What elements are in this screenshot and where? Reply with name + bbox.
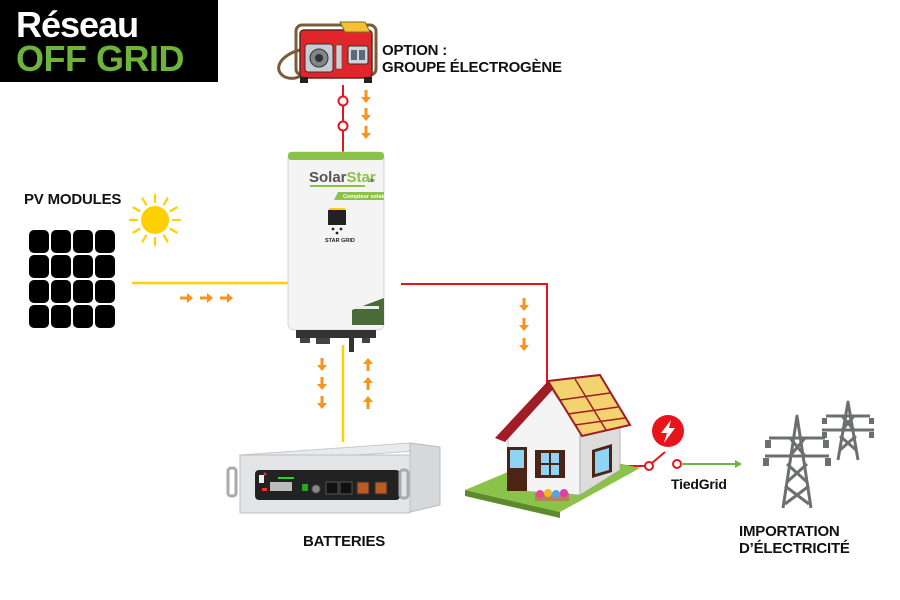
flow-arrow-right-icon	[220, 293, 233, 303]
solar-panel-icon	[29, 230, 115, 328]
house-line	[401, 283, 548, 383]
sun-ray	[162, 197, 169, 206]
flow-arrow-down-icon	[361, 108, 371, 121]
battery-rack-icon	[226, 442, 441, 514]
pv-cell	[29, 280, 49, 303]
flow-arrow-down-icon	[317, 377, 327, 390]
pv-cell	[51, 255, 71, 278]
pv-cell	[73, 255, 93, 278]
generator-icon	[277, 21, 378, 83]
inverter-tagline: Compteur solaire !	[343, 194, 392, 200]
house-icon	[465, 373, 640, 518]
sun-ray	[132, 206, 141, 213]
pv-cell	[51, 305, 71, 328]
flow-arrows	[180, 90, 529, 409]
generator-label-line2: GROUPE ÉLECTROGÈNE	[382, 59, 562, 77]
pv-cell	[29, 255, 49, 278]
sun-ray	[141, 197, 148, 206]
lightning-icon	[652, 415, 684, 447]
flow-arrow-down-icon	[317, 358, 327, 371]
flow-arrow-down-icon	[317, 396, 327, 409]
flow-arrow-down-icon	[519, 338, 529, 351]
pv-cell	[95, 280, 115, 303]
batteries-label: BATTERIES	[303, 533, 386, 550]
title-box: Réseau OFF GRID	[0, 0, 218, 82]
flow-arrow-down-icon	[519, 318, 529, 331]
title-line1: Réseau	[16, 4, 139, 45]
svg-text:.be: .be	[368, 178, 375, 184]
generator-label: OPTION : GROUPE ÉLECTROGÈNE	[382, 42, 562, 77]
sun-ray	[141, 234, 148, 243]
pv-cell	[51, 280, 71, 303]
import-label: IMPORTATION D’ÉLECTRICITÉ	[739, 523, 850, 558]
tiedgrid-label: TiedGrid	[671, 476, 727, 492]
flow-arrow-right-icon	[200, 293, 213, 303]
pv-cell	[95, 230, 115, 253]
pv-cell	[95, 305, 115, 328]
inverter-brand: SolarStar	[309, 169, 376, 186]
pv-cell	[73, 230, 93, 253]
flow-arrow-up-icon	[363, 396, 373, 409]
flow-arrow-down-icon	[519, 298, 529, 311]
pv-cell	[73, 305, 93, 328]
power-pylon-icon	[763, 400, 874, 509]
sun-ray	[169, 227, 178, 234]
inverter-icon: SolarStar .be Compteur solaire ! STAR GR…	[287, 151, 392, 352]
flow-arrow-down-icon	[361, 126, 371, 139]
flow-arrow-up-icon	[363, 358, 373, 371]
pv-cell	[51, 230, 71, 253]
title-line2: OFF GRID	[16, 38, 184, 79]
sun-ray	[132, 227, 141, 234]
pv-cell	[73, 280, 93, 303]
generator-line	[337, 85, 349, 152]
import-label-line2: D’ÉLECTRICITÉ	[739, 540, 850, 558]
flow-arrow-up-icon	[363, 377, 373, 390]
pv-cell	[29, 305, 49, 328]
generator-label-line1: OPTION :	[382, 42, 448, 59]
pv-cell	[29, 230, 49, 253]
flow-arrow-down-icon	[361, 90, 371, 103]
sun-icon	[128, 193, 182, 247]
sun-ray	[162, 234, 169, 243]
sun-ray	[169, 206, 178, 213]
grid-switch	[622, 451, 742, 471]
pv-label: PV MODULES	[24, 191, 122, 208]
inverter-model: STAR GRID	[325, 238, 355, 244]
flow-arrow-right-icon	[180, 293, 193, 303]
import-label-line1: IMPORTATION	[739, 523, 840, 540]
pv-cell	[95, 255, 115, 278]
